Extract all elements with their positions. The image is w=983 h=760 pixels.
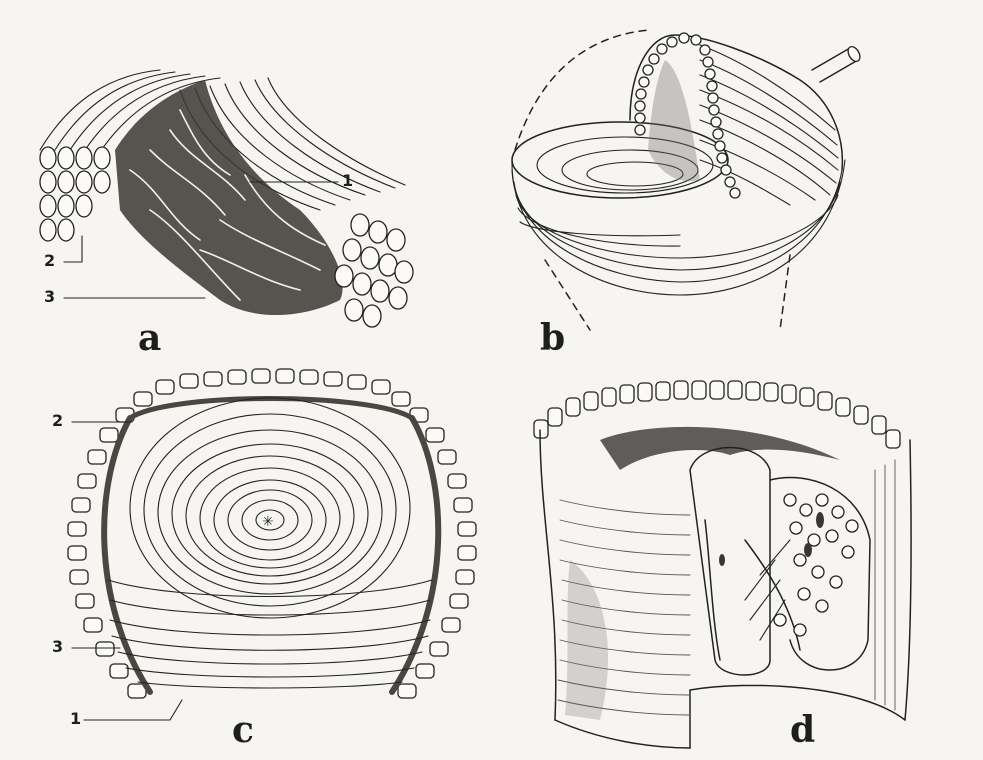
panel-c-concentric-rings: [130, 398, 410, 618]
panel-d-outer-wall-left: [540, 430, 556, 720]
panel-d-outer-wall-right: [905, 440, 911, 720]
panel-c-lower-fibers: [108, 580, 432, 688]
panel-c-callout-3: 3: [52, 639, 63, 655]
panel-c-callout-1: 1: [70, 711, 81, 727]
panel-d-wall-hatching: [558, 460, 895, 715]
panel-b-dashed-outline-top: [515, 30, 650, 150]
panel-a-label: a: [138, 320, 161, 356]
panel-a-drawing: [40, 70, 413, 327]
panel-c-callout-2: 2: [52, 413, 63, 429]
panel-a-callout-2: 2: [44, 253, 55, 269]
panel-c-center-star-icon: ✳: [262, 514, 274, 530]
panel-a-matrix: [115, 80, 343, 315]
panel-d-drawing: [534, 381, 911, 748]
panel-b-drawing: [512, 30, 862, 330]
panel-b-tube: [812, 45, 862, 82]
panel-a-callout-1: 1: [342, 173, 353, 189]
panel-c-label: c: [232, 712, 254, 748]
panel-b-label: b: [540, 320, 565, 356]
panel-c-drawing: ✳: [68, 369, 476, 720]
panel-d-label: d: [790, 712, 815, 748]
panel-d-inner-fold: [690, 448, 870, 676]
panel-d-inner-fiber-ends: [774, 494, 858, 636]
panel-a-left-bundle: [40, 147, 110, 241]
panel-b-rings: [512, 160, 845, 295]
panel-a-right-bundle: [335, 214, 413, 327]
panel-d-base-left: [555, 720, 690, 748]
panel-a-callout-3: 3: [44, 289, 55, 305]
panel-b-dome: [630, 33, 842, 205]
